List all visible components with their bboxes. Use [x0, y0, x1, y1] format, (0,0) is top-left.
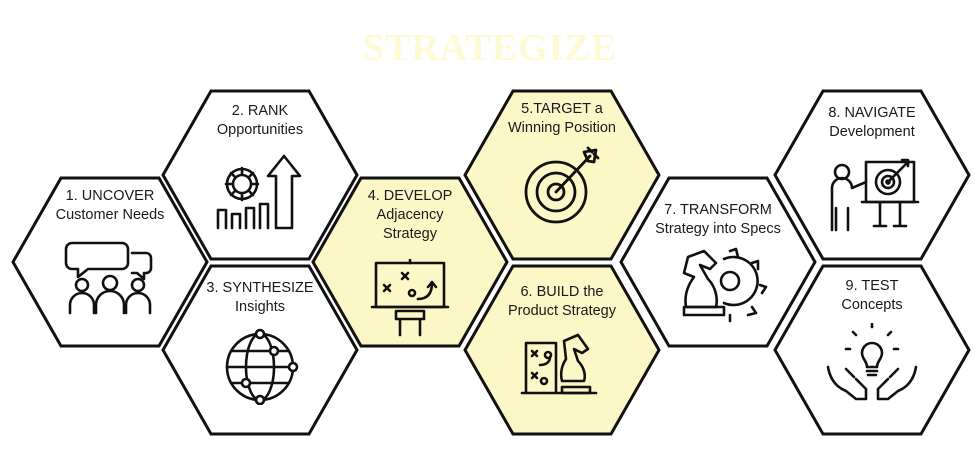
hex-label-line: 7. TRANSFORM [664, 202, 772, 218]
gear-growth-arrow-icon [210, 152, 310, 232]
plan-chess-icon [512, 329, 612, 409]
hex-uncover: 1. UNCOVER Customer Needs [10, 175, 210, 349]
hex-label-line: Opportunities [216, 122, 304, 138]
hex-label-line: 5.TARGET a [521, 101, 603, 117]
hex-label-line: 3. SYNTHESIZE [206, 280, 314, 296]
hex-label-line: Development [829, 124, 915, 140]
hex-rank: 2. RANK Opportunities [160, 88, 360, 262]
hex-label-line: Product Strategy [508, 303, 616, 319]
target-arrow-icon [512, 146, 612, 226]
hex-label-line: Concepts [841, 297, 903, 313]
hex-transform: 7. TRANSFORM Strategy into Specs [618, 175, 818, 349]
diagram-title: STRATEGIZE [362, 27, 618, 69]
chess-gear-icon [668, 245, 768, 325]
hex-label-line: 9. TEST [845, 278, 899, 294]
hex-label-line: Adjacency [376, 207, 444, 223]
hex-label-line: Winning Position [508, 120, 616, 136]
hex-label-line: 1. UNCOVER [65, 188, 155, 204]
hex-build: 6. BUILD the Product Strategy [462, 263, 662, 437]
hex-label-line: 6. BUILD the [520, 284, 604, 300]
hex-label-line: Strategy [383, 226, 437, 242]
hands-lightbulb-icon [822, 322, 922, 403]
strategy-board-icon [360, 258, 460, 339]
hex-label-line: Customer Needs [55, 207, 165, 223]
hex-target: 5.TARGET a Winning Position [462, 88, 662, 262]
presenter-target-icon [822, 156, 922, 236]
hex-label-line: 4. DEVELOP [367, 188, 453, 204]
hex-label-line: 2. RANK [231, 103, 289, 119]
hex-label-line: 8. NAVIGATE [828, 105, 916, 121]
hex-label-line: Strategy into Specs [655, 221, 781, 237]
meeting-people-icon [60, 237, 160, 317]
hex-label-line: Insights [235, 299, 285, 315]
hex-develop: 4. DEVELOP Adjacency Strategy [310, 175, 510, 349]
globe-network-icon [210, 325, 310, 406]
hex-synthesize: 3. SYNTHESIZE Insights [160, 263, 360, 437]
hex-navigate: 8. NAVIGATE Development [772, 88, 972, 262]
hex-test: 9. TEST Concepts [772, 263, 972, 437]
